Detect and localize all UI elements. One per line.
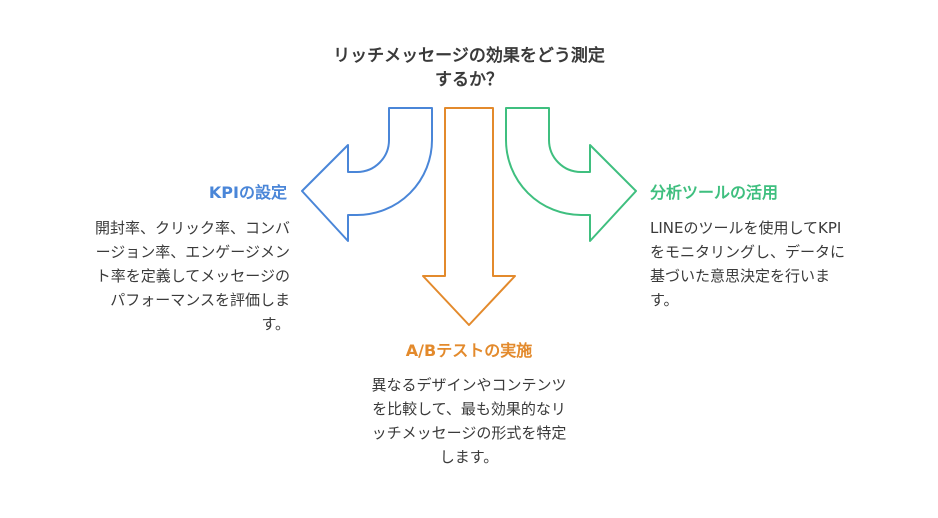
ab-test-heading: A/Bテストの実施 [405,341,533,360]
analytics-heading: 分析ツールの活用 [650,183,779,202]
ab-test-description: 異なるデザインやコンテンツ を比較して、最も効果的なリ ッチメッセージの形式を特… [371,376,567,466]
center-arrow [422,107,516,326]
kpi-heading: KPIの設定 [208,183,287,202]
left-arrow [301,107,433,242]
right-arrow [505,107,637,242]
kpi-description: 開封率、クリック率、コンバ ージョン率、エンゲージメン ト率を定義してメッセージ… [94,219,290,333]
analytics-description: LINEのツールを使用してKPI をモニタリングし、データに 基づいた意思決定を… [650,219,846,309]
diagram-title: リッチメッセージの効果をどう測定 するか？ [333,46,605,90]
